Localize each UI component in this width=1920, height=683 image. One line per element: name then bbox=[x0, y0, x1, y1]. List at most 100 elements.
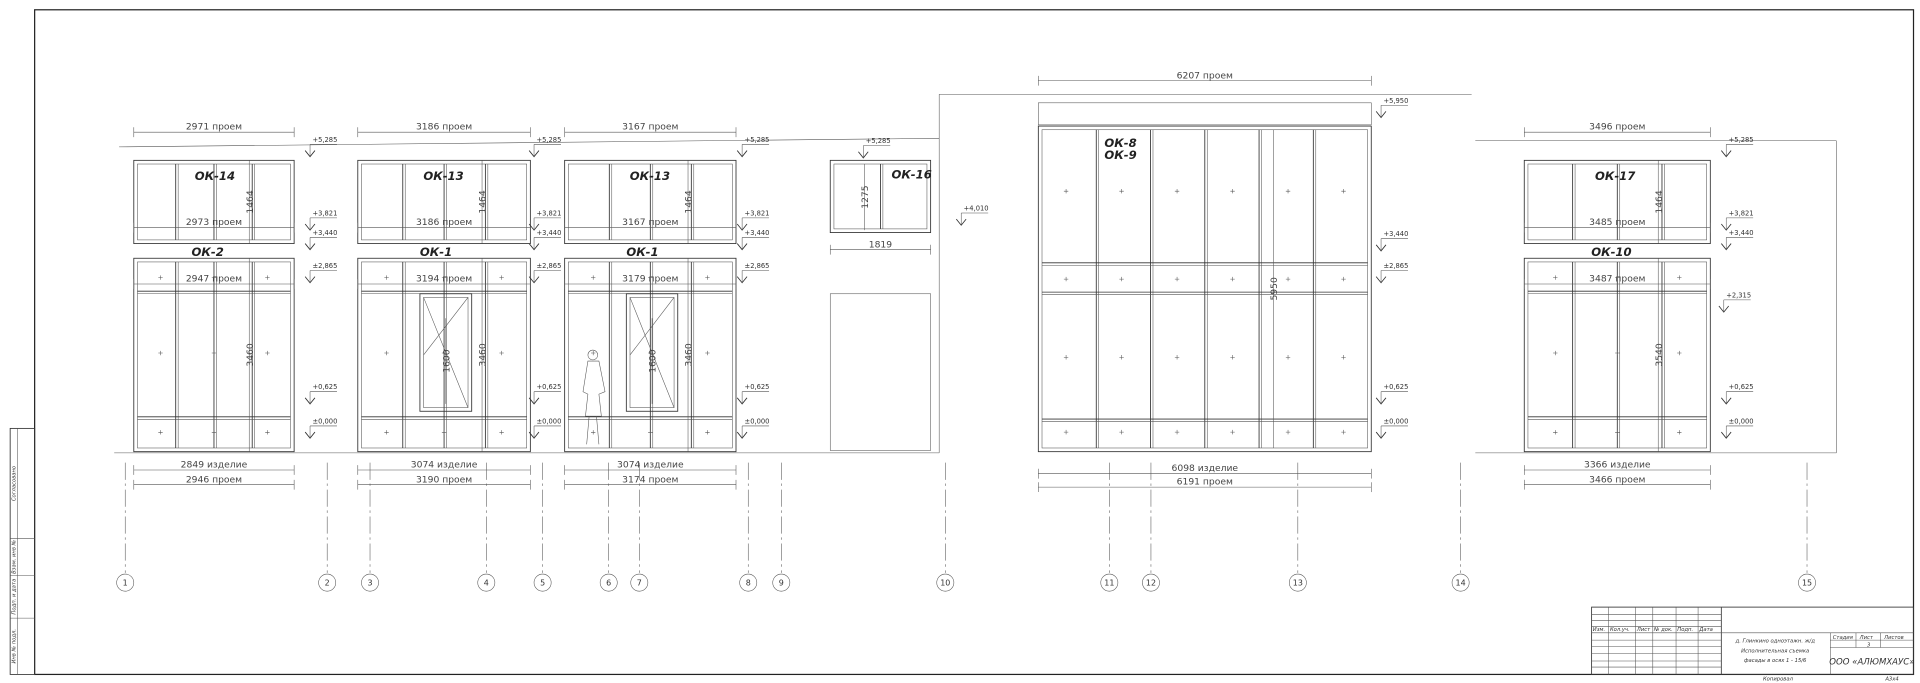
glass-cross-icon bbox=[384, 275, 389, 280]
axis-label: 14 bbox=[1456, 579, 1466, 588]
axis-label: 5 bbox=[540, 579, 545, 588]
glass-cross-icon bbox=[1119, 355, 1124, 360]
glass-cross-icon bbox=[499, 350, 504, 356]
axis-1: 1 bbox=[116, 462, 135, 592]
glass-cross-icon bbox=[1341, 429, 1346, 435]
window-label: ОК-17 bbox=[1595, 169, 1636, 183]
level-mark: +3,440 bbox=[1721, 229, 1754, 251]
level-mark: +0,625 bbox=[736, 383, 770, 405]
glass-cross-icon bbox=[1341, 355, 1346, 360]
window-frame bbox=[1037, 125, 1372, 453]
axis-label: 6 bbox=[606, 579, 611, 588]
opening-dimension: 3190 проем bbox=[416, 474, 472, 485]
level-mark: +0,625 bbox=[528, 383, 561, 405]
opening-panel bbox=[829, 293, 931, 451]
facade-outline bbox=[114, 93, 1837, 454]
stage-label: Стадия bbox=[1833, 635, 1853, 641]
revision-column-label: Изм. bbox=[1593, 627, 1605, 633]
level-value: +3,440 bbox=[1384, 230, 1409, 238]
level-mark: +5,285 bbox=[528, 136, 561, 158]
height-dimension: 3460 bbox=[245, 343, 256, 367]
glass-cross-icon bbox=[648, 430, 653, 435]
top-dimension: 3186 проем bbox=[416, 122, 472, 133]
door-leaf bbox=[625, 293, 679, 412]
revision-column-label: Кол.уч. bbox=[1610, 627, 1630, 633]
glass-cross-icon bbox=[648, 275, 653, 280]
title-description: д. Глинкино одноэтажн. ж/д bbox=[1735, 639, 1816, 645]
axis-bubble bbox=[477, 573, 496, 592]
stamp-label: Взам. инв № bbox=[12, 540, 18, 574]
axis-9: 9 bbox=[772, 462, 791, 592]
axis-bubble bbox=[1288, 573, 1307, 592]
axis-bubble bbox=[599, 573, 618, 592]
format-label: А3х4 bbox=[1884, 677, 1898, 683]
level-value: +0,625 bbox=[745, 383, 770, 391]
window-frame bbox=[564, 159, 737, 245]
window-label: ОК-10 bbox=[1591, 245, 1631, 259]
axis-label: 13 bbox=[1293, 579, 1303, 588]
level-value: +3,821 bbox=[745, 209, 770, 217]
person-head bbox=[587, 349, 598, 361]
level-mark: ±2,865 bbox=[1375, 262, 1408, 284]
glass-cross-icon bbox=[1677, 430, 1682, 435]
glass-cross-icon bbox=[1063, 429, 1069, 435]
window-frame bbox=[133, 257, 295, 453]
axis-5: 5 bbox=[533, 462, 552, 592]
level-mark: ±2,865 bbox=[304, 262, 337, 284]
glass-cross-icon bbox=[1285, 276, 1291, 282]
glass-cross-icon bbox=[591, 430, 596, 435]
axis-13: 13 bbox=[1288, 462, 1307, 592]
axis-label: 1 bbox=[123, 579, 128, 588]
height-dimension: 3540 bbox=[1654, 343, 1665, 367]
glass-cross-icon bbox=[1174, 355, 1180, 360]
window-header bbox=[1038, 102, 1372, 126]
glass-cross-icon bbox=[265, 275, 270, 280]
revision-column-label: Дата bbox=[1698, 627, 1713, 633]
level-mark: +5,285 bbox=[1721, 136, 1754, 158]
level-value: +0,625 bbox=[1384, 383, 1409, 391]
revision-column-label: № док. bbox=[1653, 627, 1673, 633]
glass-cross-icon bbox=[499, 275, 504, 280]
sheets-label: Листов bbox=[1883, 635, 1904, 641]
level-value: +0,625 bbox=[312, 383, 337, 391]
height-dimension: 3460 bbox=[684, 343, 695, 367]
level-mark: ±0,000 bbox=[1721, 418, 1754, 439]
product-dimension: 3366 изделие bbox=[1584, 460, 1651, 471]
axis-10: 10 bbox=[936, 462, 955, 592]
window-frame bbox=[564, 257, 737, 453]
axis-bubble bbox=[1451, 573, 1470, 592]
opening-dimension: 3174 проем bbox=[622, 474, 678, 485]
stamp-label: Согласовано bbox=[12, 466, 18, 501]
level-value: +3,821 bbox=[312, 209, 337, 217]
glass-cross-icon bbox=[1341, 188, 1346, 194]
inner-dimension: 3167 проем bbox=[622, 217, 678, 228]
level-mark: +5,950 bbox=[1375, 97, 1408, 119]
axis-label: 3 bbox=[367, 579, 372, 588]
opening-dimension: 2946 проем bbox=[186, 474, 242, 485]
glass-cross-icon bbox=[705, 275, 710, 280]
door-leaf bbox=[419, 293, 473, 412]
glass-cross-icon bbox=[1174, 429, 1180, 435]
glass-cross-icon bbox=[1615, 430, 1620, 435]
revision-column-label: Лист bbox=[1636, 627, 1651, 633]
axis-15: 15 bbox=[1798, 462, 1816, 592]
window-frame bbox=[829, 159, 932, 233]
level-value: +4,010 bbox=[964, 205, 989, 213]
glass-cross-icon bbox=[1230, 429, 1235, 435]
level-mark: ±0,000 bbox=[304, 418, 337, 439]
level-value: +5,285 bbox=[866, 137, 891, 145]
level-mark: ±0,000 bbox=[736, 418, 769, 439]
door-dimension: 1600 bbox=[441, 349, 452, 373]
opening-dimension: 6191 проем bbox=[1177, 477, 1233, 488]
level-value: ±2,865 bbox=[536, 262, 561, 270]
level-mark: +4,010 bbox=[955, 205, 989, 226]
opening-dimension: 3466 проем bbox=[1589, 474, 1645, 485]
glass-cross-icon bbox=[1230, 188, 1235, 194]
level-value: ±0,000 bbox=[312, 418, 337, 426]
window-label: ОК-2 bbox=[192, 245, 224, 259]
glass-cross-icon bbox=[1119, 276, 1124, 282]
glass-cross-icon bbox=[384, 350, 389, 356]
